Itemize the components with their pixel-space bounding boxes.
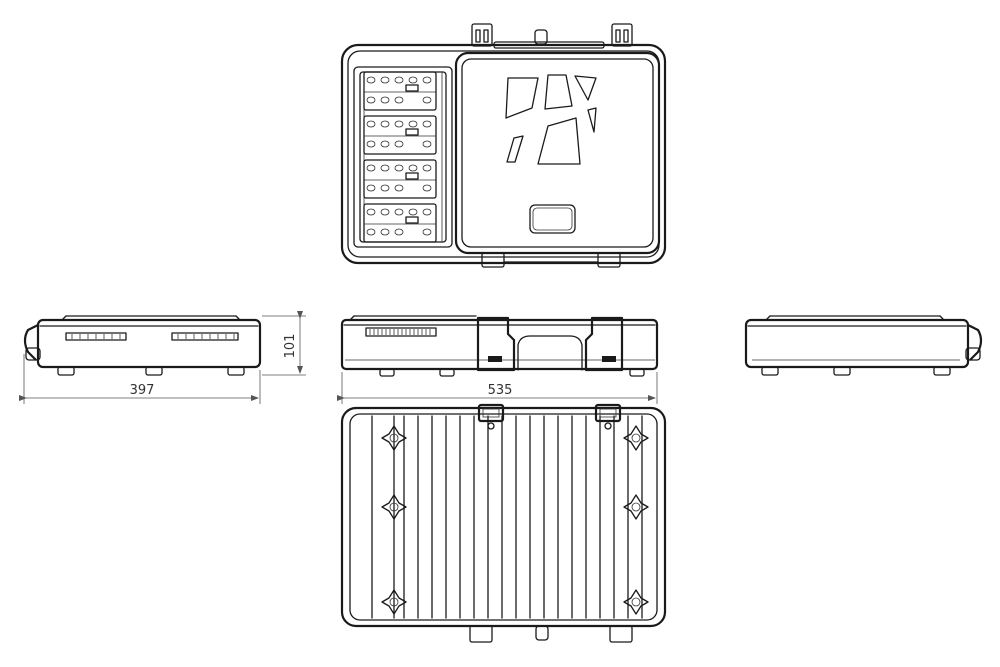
tray-compartment	[380, 120, 390, 128]
latch-clip-right	[584, 316, 624, 372]
tray-compartment	[394, 76, 404, 84]
organizer-trays	[363, 71, 437, 243]
bottom-view	[340, 403, 667, 643]
tray-compartment	[394, 184, 404, 192]
tray-compartment	[366, 208, 376, 216]
rubber-foot	[381, 425, 407, 451]
tray-compartment	[422, 140, 432, 148]
tray	[363, 71, 437, 111]
logo-shape	[505, 77, 539, 119]
tray-compartment	[394, 96, 404, 104]
rubber-foot	[623, 494, 649, 520]
tray-tab	[405, 216, 419, 224]
foot-center	[389, 597, 399, 607]
rubber-foot	[623, 425, 649, 451]
tray-compartment	[422, 76, 432, 84]
tray-compartment	[380, 140, 390, 148]
slot-marks	[71, 334, 235, 339]
foot-center	[631, 433, 641, 443]
bottom-ribs	[371, 415, 643, 619]
tray-compartment	[422, 184, 432, 192]
tray-compartment	[380, 96, 390, 104]
tray	[363, 159, 437, 199]
logo-shape	[506, 135, 524, 163]
tray-compartment	[422, 208, 432, 216]
logo-shape	[544, 74, 573, 110]
tray-compartment	[366, 120, 376, 128]
foot-center	[631, 502, 641, 512]
tray-compartment	[366, 140, 376, 148]
right-side-view	[744, 315, 983, 376]
tray	[363, 203, 437, 243]
tray-compartment	[422, 164, 432, 172]
dimension-label-535: 535	[488, 383, 513, 398]
tray-compartment	[366, 228, 376, 236]
tray-compartment	[366, 96, 376, 104]
tray-compartment	[422, 228, 432, 236]
tray-compartment	[394, 208, 404, 216]
left-side-view	[23, 315, 262, 376]
tray-tab	[405, 84, 419, 92]
tray	[363, 115, 437, 155]
dimension-397: 397	[19, 354, 261, 404]
tray-compartment	[394, 140, 404, 148]
top-view	[340, 23, 667, 268]
rubber-foot	[623, 589, 649, 615]
front-view	[340, 315, 659, 377]
tray-compartment	[408, 120, 418, 128]
tray-compartment	[408, 76, 418, 84]
tray-compartment	[408, 208, 418, 216]
foot-center	[389, 433, 399, 443]
logo-shape	[574, 75, 597, 101]
tray-compartment	[366, 76, 376, 84]
tray-compartment	[366, 184, 376, 192]
tray-tab	[405, 128, 419, 136]
rubber-feet	[381, 425, 649, 615]
tray-compartment	[394, 228, 404, 236]
tray-compartment	[380, 208, 390, 216]
dimension-535: 535	[337, 372, 658, 404]
rubber-foot	[381, 589, 407, 615]
rubber-foot	[381, 494, 407, 520]
vent-grille	[369, 329, 431, 335]
tray-compartment	[394, 164, 404, 172]
tray-compartment	[422, 120, 432, 128]
tray-compartment	[422, 96, 432, 104]
logo-shape	[587, 107, 597, 133]
tray-compartment	[380, 184, 390, 192]
foot-center	[631, 597, 641, 607]
tray-compartment	[380, 76, 390, 84]
tray-compartment	[394, 120, 404, 128]
logo-shape	[537, 117, 581, 165]
tray-compartment	[380, 228, 390, 236]
dimension-label-397: 397	[130, 383, 155, 398]
tray-compartment	[380, 164, 390, 172]
dimension-label-101: 101	[283, 334, 298, 359]
latch-clip-left	[476, 316, 516, 372]
tray-compartment	[366, 164, 376, 172]
dimension-101: 101	[262, 311, 306, 376]
tray-tab	[405, 172, 419, 180]
tray-compartment	[408, 164, 418, 172]
foot-center	[389, 502, 399, 512]
